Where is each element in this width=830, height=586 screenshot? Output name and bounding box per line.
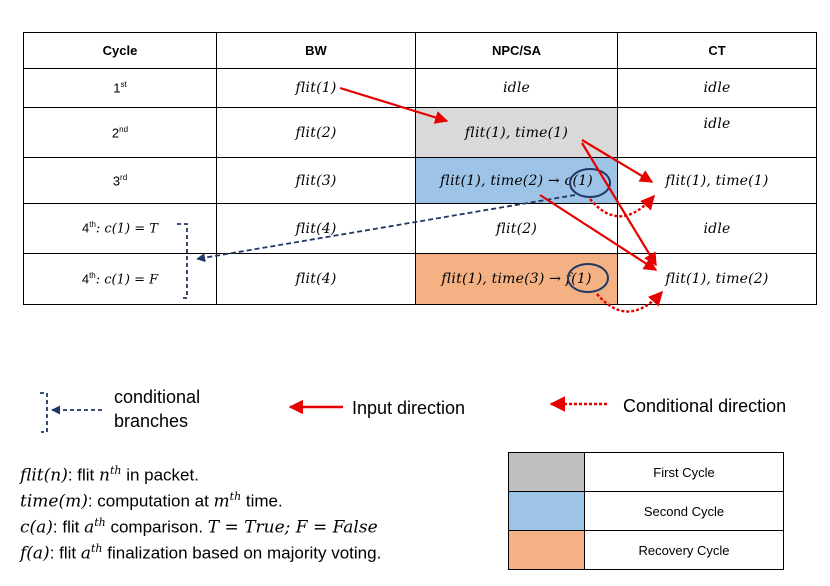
- cycle-ordinal: st: [120, 80, 127, 90]
- cycle-ordinal: rd: [120, 172, 128, 182]
- cycle-number: 1: [113, 80, 121, 96]
- ct-cell: flit(1), time(2): [617, 253, 817, 305]
- cycle-color-legend: First Cycle Second Cycle Recovery Cycle: [508, 452, 784, 570]
- cycle-cell: 2nd: [23, 107, 217, 158]
- def-var: m: [213, 491, 230, 512]
- def-symbol: flit(n): [20, 465, 68, 486]
- def-sup: th: [229, 490, 242, 503]
- ct-cell: flit(1), time(1): [617, 157, 817, 204]
- header-row: Cycle BW NPC/SA CT: [23, 32, 817, 69]
- cycle-condition: : c(1) = F: [95, 272, 159, 288]
- npc-cell: flit(1), time(2) → c(1): [415, 157, 618, 204]
- legend-conditional-direction: Conditional direction: [623, 396, 787, 416]
- table-row: 3rd flit(3) flit(1), time(2) → c(1) flit…: [23, 157, 817, 204]
- bw-cell: flit(4): [216, 253, 416, 305]
- def-sup: th: [91, 542, 103, 555]
- pipeline-table: Cycle BW NPC/SA CT 1st flit(1) idle idle…: [23, 32, 817, 305]
- def-text: : flit: [67, 465, 99, 485]
- cycle-cell: 3rd: [23, 157, 217, 204]
- def-math: T = True; F = False: [207, 517, 378, 538]
- def-var: a: [84, 517, 95, 538]
- cycle-cell: 4th: c(1) = T: [23, 203, 217, 254]
- legend-text-line2: branches: [114, 411, 189, 431]
- header-ct: CT: [617, 32, 817, 69]
- ct-cell: idle: [617, 68, 817, 108]
- ct-cell: idle: [617, 107, 817, 158]
- cycle-condition: : c(1) = T: [95, 221, 158, 237]
- bw-cell: flit(3): [216, 157, 416, 204]
- legend-text-line1: conditional: [114, 387, 201, 407]
- def-text: time.: [241, 491, 283, 511]
- cycle-number: 4: [81, 271, 90, 287]
- cycle-ordinal: nd: [119, 124, 129, 134]
- npc-cell: flit(1), time(1): [415, 107, 618, 158]
- swatch-second-cycle: [508, 491, 585, 531]
- def-var: n: [99, 465, 110, 486]
- ct-cell: idle: [617, 203, 817, 254]
- definition-flit: flit(n): flit nth in packet.: [20, 459, 199, 488]
- def-var: a: [80, 543, 92, 564]
- bw-cell: flit(1): [216, 68, 416, 108]
- swatch-recovery-cycle: [508, 530, 585, 570]
- legend-conditional-branches: conditional branches: [114, 385, 200, 433]
- legend-row: First Cycle: [508, 452, 784, 492]
- def-symbol: f(a): [20, 543, 50, 564]
- cycle-number: 3: [112, 173, 121, 189]
- definition-finalization: f(a): flit ath finalization based on maj…: [20, 537, 381, 566]
- legend-label: Recovery Cycle: [584, 530, 784, 570]
- table-row: 4th: c(1) = F flit(4) flit(1), time(3) →…: [23, 253, 817, 305]
- definition-time: time(m): computation at mth time.: [20, 485, 283, 514]
- cycle-ordinal: th: [89, 220, 96, 230]
- npc-cell: flit(1), time(3) → f(1): [415, 253, 618, 305]
- def-text: : flit: [52, 517, 85, 537]
- def-text: comparison.: [105, 517, 208, 537]
- npc-cell: idle: [415, 68, 618, 108]
- def-symbol: c(a): [20, 517, 53, 538]
- def-text: in packet.: [121, 465, 199, 485]
- def-text: : flit: [49, 543, 81, 563]
- definition-comparison: c(a): flit ath comparison. T = True; F =…: [20, 511, 378, 540]
- legend-label: Second Cycle: [584, 491, 784, 531]
- def-symbol: time(m): [20, 491, 88, 512]
- cycle-number: 2: [111, 125, 120, 141]
- header-bw: BW: [216, 32, 416, 69]
- cycle-ordinal: th: [89, 270, 96, 280]
- legend-branch-symbol: [40, 392, 48, 433]
- table-row: 2nd flit(2) flit(1), time(1) idle: [23, 107, 817, 158]
- cycle-number: 4: [82, 220, 90, 236]
- table-row: 4th: c(1) = T flit(4) flit(2) idle: [23, 203, 817, 254]
- cycle-cell: 4th: c(1) = F: [23, 253, 217, 305]
- legend-row: Recovery Cycle: [508, 530, 784, 570]
- bw-cell: flit(4): [216, 203, 416, 254]
- swatch-first-cycle: [508, 452, 585, 492]
- legend-row: Second Cycle: [508, 491, 784, 531]
- header-cycle: Cycle: [23, 32, 217, 69]
- def-text: finalization based on majority voting.: [102, 543, 382, 563]
- header-npc-sa: NPC/SA: [415, 32, 618, 69]
- legend-input-direction: Input direction: [352, 398, 466, 418]
- bw-cell: flit(2): [216, 107, 416, 158]
- npc-cell: flit(2): [415, 203, 618, 254]
- legend-label: First Cycle: [584, 452, 784, 492]
- def-sup: th: [109, 464, 122, 477]
- def-sup: th: [94, 516, 106, 529]
- def-text: : computation at: [87, 491, 214, 511]
- table-row: 1st flit(1) idle idle: [23, 68, 817, 108]
- cycle-cell: 1st: [23, 68, 217, 108]
